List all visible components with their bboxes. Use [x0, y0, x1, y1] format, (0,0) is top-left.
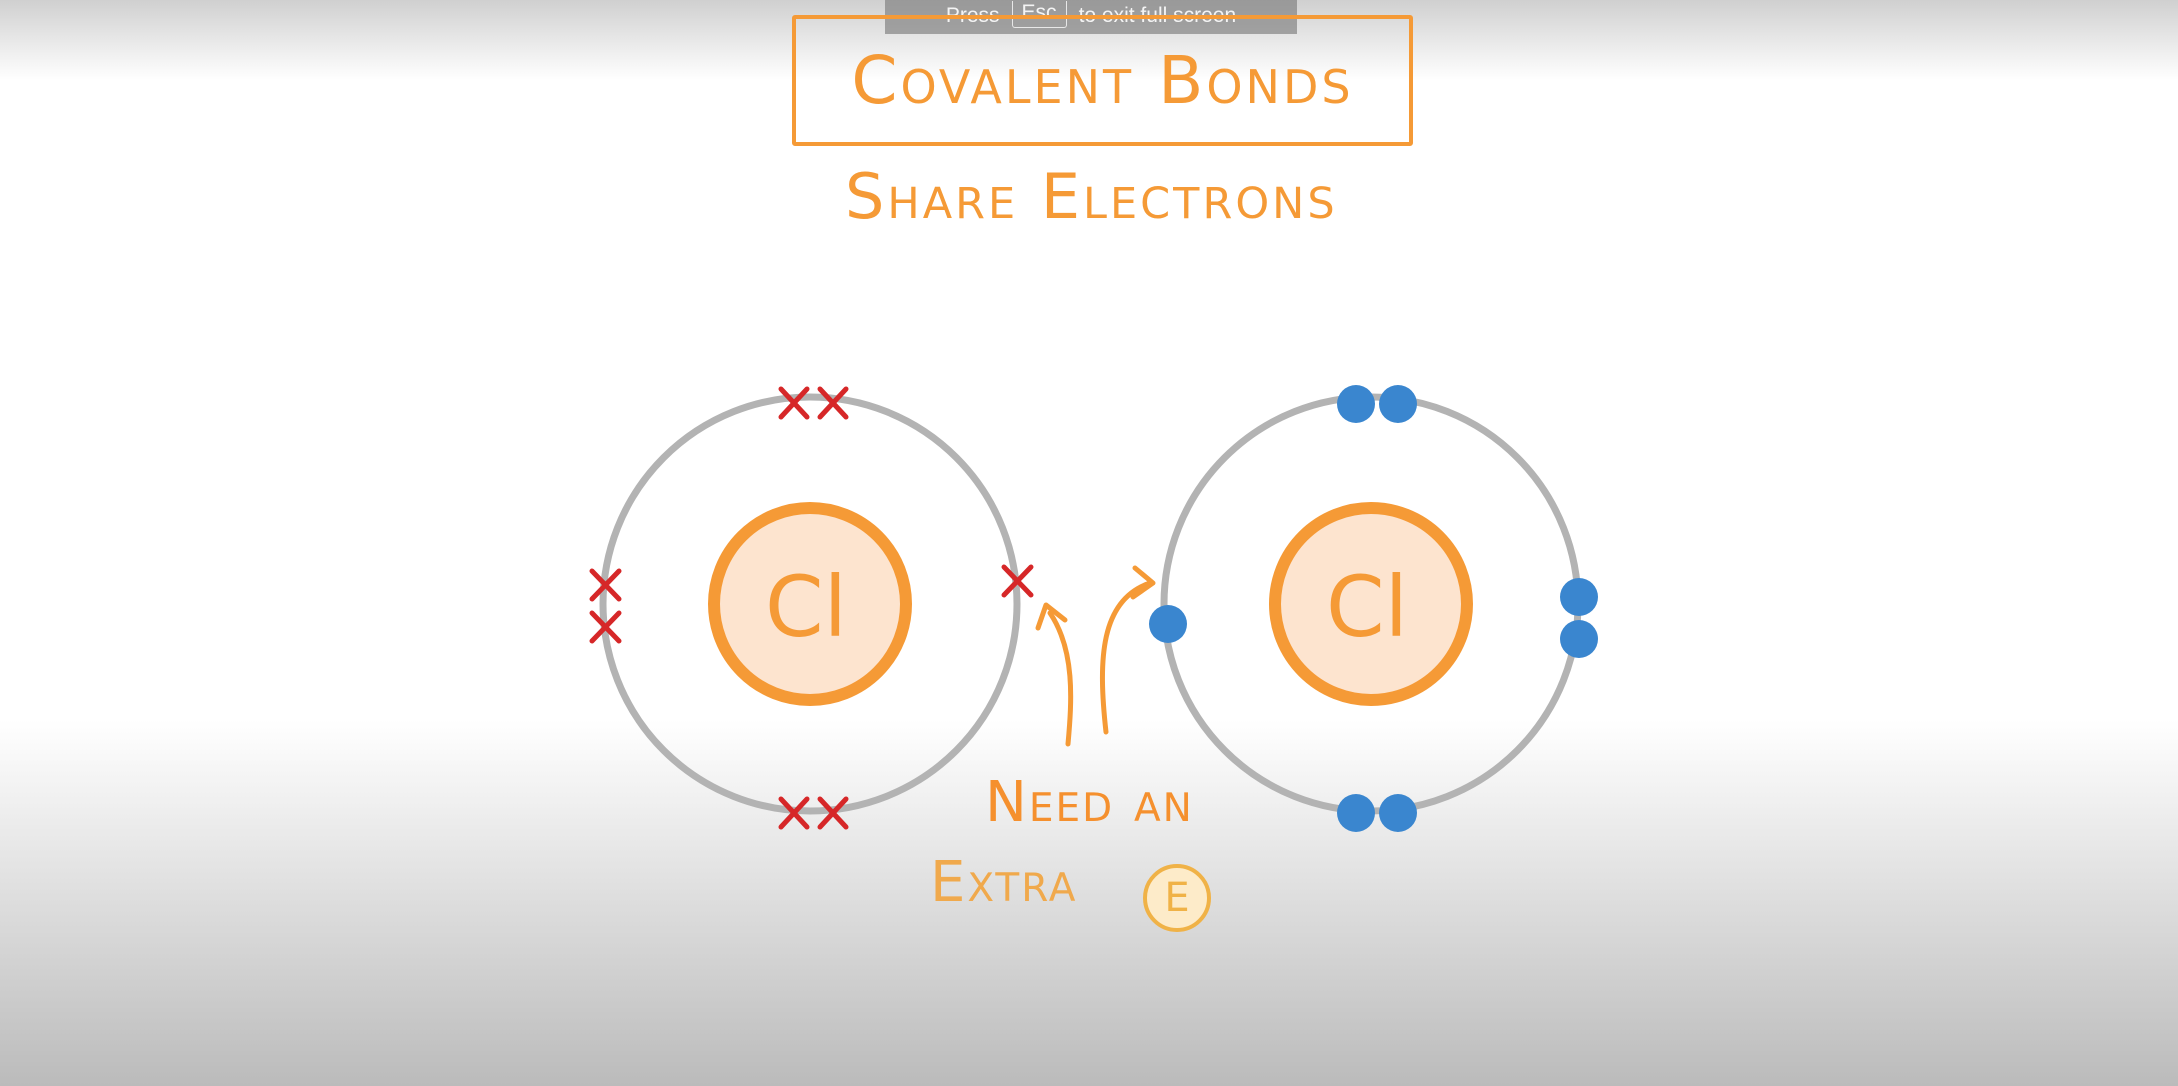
electron-dot — [1560, 578, 1598, 616]
electron-cross — [817, 796, 849, 830]
atom-left: Cl — [589, 386, 1034, 830]
electron-dot — [1379, 794, 1417, 832]
electron-cross — [778, 386, 810, 420]
electron-shell-left — [599, 393, 1021, 815]
electron-dot — [1149, 605, 1187, 643]
electron-crosses-left — [589, 386, 1034, 830]
electron-dots-right — [1149, 385, 1598, 832]
electron-dot — [1379, 385, 1417, 423]
arrow-right-head — [1130, 565, 1156, 600]
nucleus-left — [708, 502, 912, 706]
electron-cross — [778, 796, 810, 830]
electron-cross — [589, 568, 622, 602]
electron-badge: E — [1143, 864, 1211, 932]
electron-cross — [817, 386, 849, 420]
nucleus-right — [1269, 502, 1473, 706]
electron-badge-label: E — [1164, 875, 1190, 921]
nucleus-label-left: Cl — [765, 558, 847, 656]
electron-dot — [1337, 385, 1375, 423]
arrow-right — [1099, 580, 1153, 735]
electron-dot — [1560, 620, 1598, 658]
arrows — [1035, 565, 1156, 747]
electron-cross — [1001, 564, 1034, 598]
electron-dot — [1337, 794, 1375, 832]
page-title: Covalent Bonds — [851, 42, 1354, 119]
note-line2: Extra — [930, 850, 1078, 915]
nucleus-label-right: Cl — [1326, 558, 1408, 656]
note-line1: Need an — [985, 770, 1194, 835]
atom-right: Cl — [1149, 385, 1598, 832]
arrow-left — [1047, 610, 1074, 747]
title-box: Covalent Bonds — [792, 15, 1413, 146]
arrow-left-head — [1035, 602, 1068, 631]
subtitle: Share Electrons — [845, 160, 1338, 233]
electron-cross — [589, 610, 622, 644]
